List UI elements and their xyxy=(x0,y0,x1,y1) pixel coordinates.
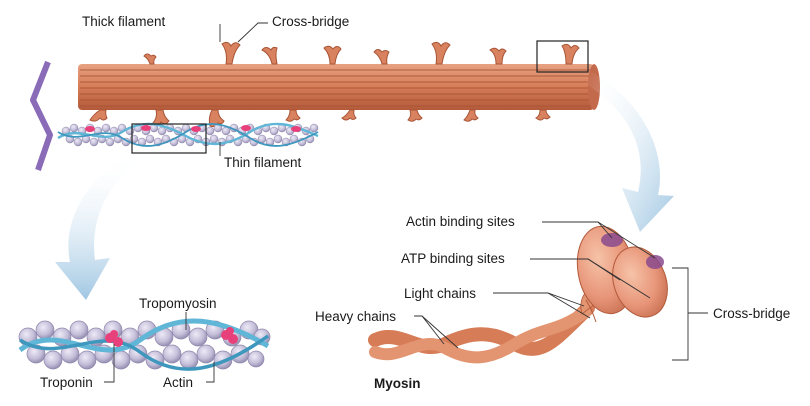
actin-binding-site-1 xyxy=(601,233,623,247)
label-tropomyosin: Tropomyosin xyxy=(139,296,217,311)
actin-binding-site-2 xyxy=(646,255,664,269)
thick-filament xyxy=(78,41,600,128)
z-line xyxy=(30,60,53,171)
zoom-box-thin-filament xyxy=(131,123,207,154)
arrow-to-thin-filament-detail xyxy=(55,152,140,300)
label-cross-bridge-right: Cross-bridge xyxy=(713,306,791,321)
label-myosin: Myosin xyxy=(374,376,421,391)
label-actin-binding-sites: Actin binding sites xyxy=(406,214,515,229)
label-actin: Actin xyxy=(163,375,194,390)
thin-filament-detail xyxy=(18,318,271,371)
label-atp-binding-sites: ATP binding sites xyxy=(401,251,505,266)
label-thick-filament: Thick filament xyxy=(82,14,166,29)
label-troponin: Troponin xyxy=(40,375,93,390)
label-cross-bridge-top: Cross-bridge xyxy=(272,14,350,29)
label-heavy-chains: Heavy chains xyxy=(315,309,397,324)
label-thin-filament: Thin filament xyxy=(224,155,302,170)
thin-filament xyxy=(57,122,319,147)
zoom-box-cross-bridge xyxy=(536,40,589,73)
arrow-to-myosin-detail xyxy=(586,72,674,232)
label-light-chains: Light chains xyxy=(404,286,477,301)
